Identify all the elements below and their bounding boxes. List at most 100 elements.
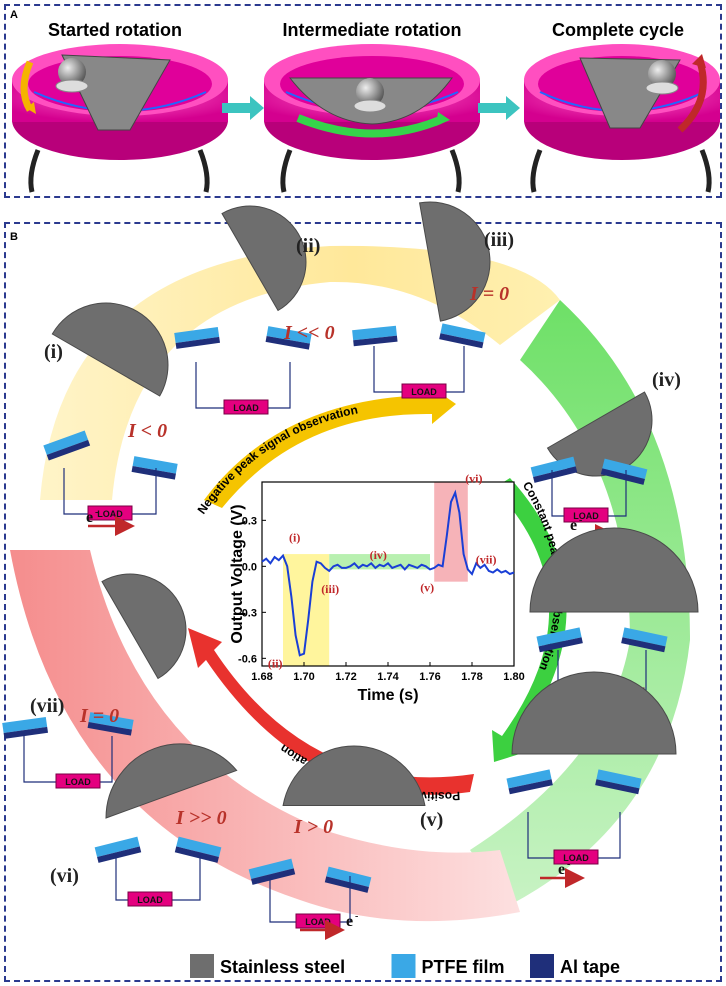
panel-b-letter: B	[10, 231, 18, 243]
ptfe-film	[530, 456, 576, 478]
current-label-vii: I = 0	[79, 705, 119, 727]
panel-a-letter: A	[10, 9, 18, 21]
y-tick-label-0: -0.6	[238, 653, 257, 665]
electron-v: e	[346, 913, 353, 930]
state-label-iii: (iii)	[484, 229, 514, 251]
steel-disk-v	[282, 745, 426, 806]
legend-swatch-0	[190, 954, 214, 978]
al-tape	[174, 846, 219, 863]
x-tick-label-6: 1.80	[503, 671, 524, 683]
al-tape	[131, 466, 176, 480]
arrow-a-2	[478, 96, 520, 120]
steel-disk-i	[51, 302, 169, 397]
y-axis-label: Output Voltage (V)	[229, 504, 246, 643]
steel-disk-iv-2	[529, 527, 699, 613]
arc-negative	[40, 245, 560, 500]
legend-label-0: Stainless steel	[220, 957, 345, 977]
pad-iv-1	[600, 458, 648, 485]
load-box-iv-3	[553, 849, 599, 865]
ptfe-film	[94, 836, 140, 858]
steel-disk-vii	[101, 573, 187, 680]
pad-iv-2-1	[621, 627, 668, 653]
pad-i-0	[43, 430, 91, 461]
pad-vii-1	[87, 712, 134, 736]
device-intermediate	[264, 44, 480, 193]
al-tape	[439, 333, 484, 349]
annotation-6: (vii)	[476, 552, 497, 566]
legend-label-2: Al tape	[560, 957, 620, 977]
al-tape	[538, 637, 583, 653]
ptfe-film	[88, 712, 134, 730]
ptfe-film	[266, 326, 312, 344]
panel-a	[4, 4, 722, 198]
al-tape	[595, 779, 640, 795]
load-label-iv: LOAD	[573, 511, 599, 521]
state-label-iv: (iv)	[652, 369, 681, 391]
al-tape	[175, 336, 221, 349]
pad-iii-1	[439, 323, 486, 349]
load-label-v: LOAD	[305, 917, 331, 927]
al-tape	[600, 468, 645, 485]
ptfe-film	[596, 769, 642, 789]
current-label-vi: I >> 0	[175, 807, 227, 829]
arrow-a-1	[222, 96, 264, 120]
x-tick-label-5: 1.78	[461, 671, 482, 683]
stage-title-started: Started rotation	[48, 20, 182, 40]
load-label-vi: LOAD	[137, 895, 163, 905]
current-label-iii: I = 0	[469, 283, 509, 305]
annotation-1: (ii)	[268, 656, 283, 670]
ptfe-film	[176, 836, 222, 858]
ptfe-film	[440, 323, 486, 343]
al-tape	[87, 722, 132, 736]
state-iii: LOAD(iii)I = 0	[352, 201, 514, 399]
al-tape	[46, 439, 91, 461]
current-label-v: I > 0	[293, 816, 333, 838]
steel-disk-vi	[105, 743, 238, 819]
pad-ii-0	[174, 326, 221, 349]
ptfe-film	[622, 627, 668, 647]
ptfe-film	[132, 456, 178, 474]
electron-charge-iv-3: -	[567, 859, 570, 870]
state-label-vii: (vii)	[30, 695, 64, 717]
highlight-region-2	[434, 482, 468, 582]
ptfe-film	[174, 326, 220, 343]
steel-disk-iii	[419, 201, 491, 322]
pad-vi-1	[174, 836, 222, 863]
current-label-ii: I << 0	[283, 322, 335, 344]
steel-disk-ii	[221, 205, 307, 312]
y-tick-label-3: 0.3	[242, 515, 257, 527]
x-tick-label-4: 1.76	[419, 671, 440, 683]
electron-charge-i: -	[95, 507, 98, 518]
pad-v-0	[248, 858, 296, 885]
annotation-5: (vi)	[465, 472, 482, 486]
load-box-ii	[223, 399, 269, 415]
x-tick-label-0: 1.68	[251, 671, 272, 683]
electron-charge-iv: -	[579, 515, 582, 526]
annotation-3: (iv)	[370, 548, 387, 562]
ptfe-film	[352, 325, 397, 341]
pad-iv-0	[530, 456, 578, 483]
device-complete	[524, 44, 720, 193]
load-label-iv-3: LOAD	[563, 853, 589, 863]
al-tape	[324, 876, 369, 893]
highlight-region-1	[329, 554, 430, 570]
electron-charge-v: -	[355, 911, 358, 922]
legend-swatch-1	[391, 954, 416, 978]
al-tape	[97, 846, 142, 863]
al-tape	[3, 726, 49, 739]
electron-iv-3: e	[558, 861, 565, 878]
load-box-iii	[401, 383, 447, 399]
state-label-vi: (vi)	[50, 865, 79, 887]
ptfe-film	[536, 627, 582, 647]
pad-iv-3-0	[506, 769, 553, 795]
pad-vii-0	[2, 716, 49, 739]
highlight-region-0	[283, 554, 330, 666]
pad-vi-0	[94, 836, 142, 863]
annotation-2: (iii)	[321, 582, 339, 596]
load-label-i: LOAD	[97, 509, 123, 519]
